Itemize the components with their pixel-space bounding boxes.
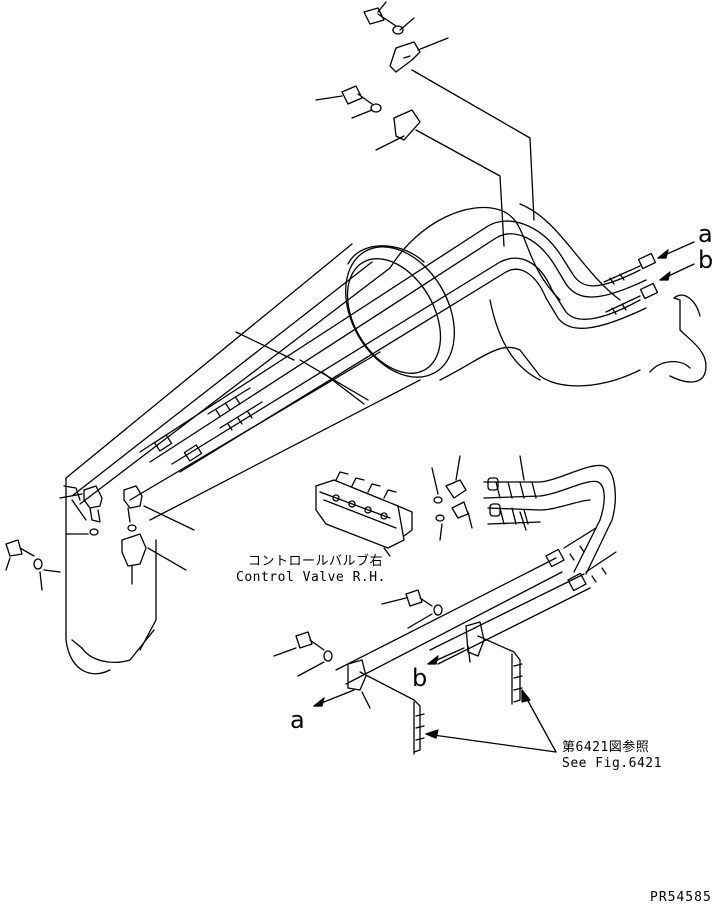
control-valve-label-jp: コントロールバルブ右 bbox=[248, 554, 384, 569]
valve-tubes bbox=[335, 455, 617, 685]
arrow-b-bottom bbox=[427, 647, 465, 665]
left-elbow-fittings bbox=[59, 485, 195, 585]
leader-line bbox=[299, 359, 369, 401]
drawing-number: PR54585 bbox=[650, 890, 712, 905]
leader-line bbox=[235, 331, 295, 361]
see-fig-label-jp: 第6421図参照 bbox=[562, 740, 650, 755]
housing-tubes bbox=[139, 220, 659, 473]
lower-bracket-left bbox=[273, 631, 425, 755]
top-bolt-assembly-2 bbox=[315, 85, 421, 151]
arrow-b-top bbox=[659, 263, 695, 281]
arrow-a-top bbox=[657, 241, 695, 259]
left-bolt-assembly bbox=[5, 539, 61, 591]
leader-line bbox=[321, 371, 365, 405]
label-a-bottom: a bbox=[290, 706, 306, 734]
control-valve-label-en: Control Valve R.H. bbox=[236, 570, 386, 585]
label-b-bottom: b bbox=[412, 664, 428, 692]
label-a-top: a bbox=[698, 220, 714, 248]
see-fig-leaders bbox=[425, 689, 557, 753]
axle-housing bbox=[63, 203, 707, 675]
label-b-top: b bbox=[698, 246, 714, 274]
see-fig-label-en: See Fig.6421 bbox=[562, 756, 662, 771]
top-bolt-assembly-1 bbox=[363, 1, 449, 73]
control-valve bbox=[315, 471, 413, 557]
leader-line bbox=[411, 69, 535, 221]
lower-bracket-right bbox=[381, 589, 523, 705]
leader-line bbox=[415, 129, 505, 247]
arrow-a-bottom bbox=[313, 689, 355, 707]
valve-fittings bbox=[431, 455, 473, 541]
